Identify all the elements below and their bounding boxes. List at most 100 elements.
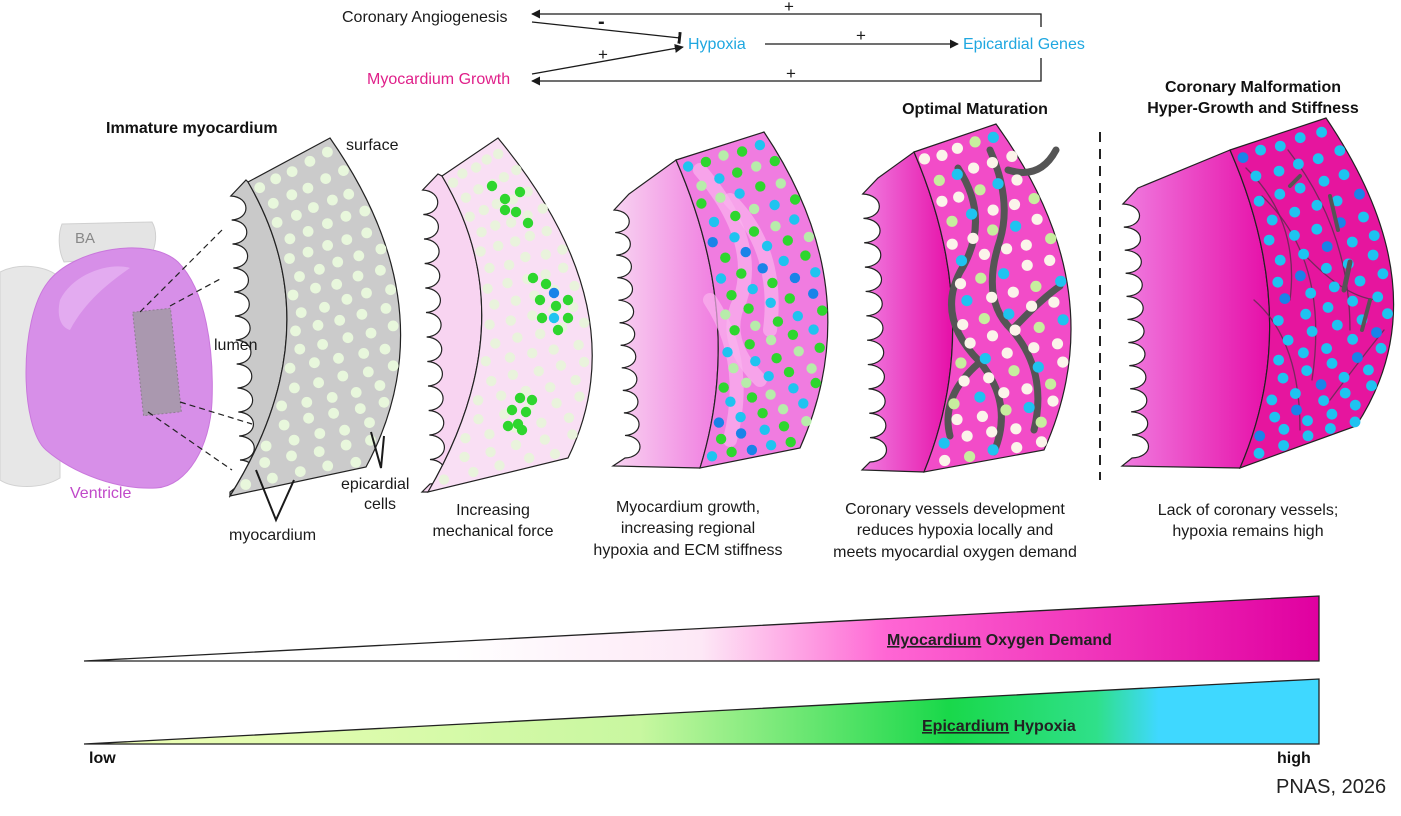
hypoxia-label: Hypoxia	[688, 36, 746, 53]
epicardial-cell	[801, 416, 812, 427]
myocardium-wall	[860, 151, 954, 473]
epicardial-cell	[259, 457, 271, 468]
epicardial-cell	[563, 412, 575, 423]
epicardial-cell	[520, 251, 531, 263]
epicardial-cell	[507, 369, 519, 380]
tissue-segment-3	[611, 131, 829, 469]
epicardial-cell	[460, 433, 471, 444]
epicardial-cell	[708, 216, 720, 228]
genes-to-angiogenesis-arrow	[531, 9, 1042, 27]
epicardial-cell	[1371, 327, 1382, 338]
epicardial-cell	[503, 259, 515, 271]
epicardial-cell	[958, 375, 970, 387]
epicardial-cell	[1057, 314, 1069, 326]
low-label: low	[89, 750, 116, 767]
epicardial-cell	[350, 456, 362, 468]
epicardial-cell	[524, 230, 536, 242]
epicardial-cell	[1010, 220, 1022, 232]
epicardial-cell	[765, 334, 777, 346]
epicardial-cell	[545, 382, 556, 393]
epicardial-cell	[499, 193, 511, 205]
epicardial-cell	[1055, 275, 1067, 287]
feedback-loop: Coronary Angiogenesis Hypoxia Epicardial…	[342, 0, 1085, 88]
epicardial-cell	[1253, 447, 1265, 459]
epicardial-cell	[1318, 395, 1329, 406]
epicardial-cell	[1326, 358, 1338, 369]
epicardial-cell	[1282, 334, 1294, 346]
caption-2-line2: increasing regional	[621, 520, 755, 537]
epicardial-cell	[979, 353, 991, 365]
epicardial-cell	[747, 283, 758, 295]
epicardial-cell	[322, 240, 333, 251]
epicardial-cell	[578, 356, 590, 368]
epicardial-cell	[361, 227, 373, 239]
epicardial-cell	[333, 352, 344, 364]
epicardial-cell	[385, 284, 396, 296]
epicardial-cell	[1291, 404, 1302, 416]
epicardial-cell	[725, 396, 736, 407]
epicardial-cell	[549, 448, 561, 460]
epicardial-cell	[540, 249, 551, 260]
heart-illustration: BA Ventricle	[0, 221, 253, 502]
epicardial-cell	[534, 294, 546, 306]
epicardial-cell	[1289, 206, 1301, 218]
epicardial-cell	[771, 353, 782, 364]
epicardial-cell	[918, 153, 931, 165]
epicardial-cell	[1028, 193, 1040, 205]
epicardial-label-line2: cells	[364, 496, 396, 513]
epicardial-cell	[308, 202, 319, 213]
epicardial-cell	[358, 348, 370, 359]
epicardial-cell	[778, 421, 790, 432]
epicardial-cell	[1318, 175, 1330, 187]
epicardial-cell	[490, 338, 501, 349]
caption-2-line3: hypoxia and ECM stiffness	[593, 542, 782, 559]
epicardial-cell	[510, 206, 522, 218]
epicardial-cell	[356, 308, 368, 320]
epicardial-cell	[817, 305, 828, 316]
epicardial-cell	[516, 424, 528, 436]
epicardial-cell	[740, 246, 751, 258]
plus-sign-left: +	[598, 45, 608, 64]
epicardial-cell	[1298, 347, 1309, 359]
epicardial-cell	[328, 407, 339, 419]
epicardial-cell	[792, 310, 803, 322]
epicardial-cell	[759, 424, 770, 435]
epicardial-cell	[1001, 347, 1013, 359]
growth-to-hypoxia-arrow	[531, 43, 684, 75]
epicardial-cell	[1048, 296, 1060, 308]
epicardial-cell	[536, 312, 548, 324]
epicardial-cell	[1278, 440, 1289, 451]
ventricle-label: Ventricle	[70, 485, 131, 502]
epicardial-cell	[1311, 223, 1323, 235]
epicardial-cell	[552, 324, 564, 336]
epicardial-cell	[447, 177, 459, 188]
epicardial-cell	[380, 303, 392, 314]
oxygen-demand-wedge	[83, 595, 1320, 662]
epicardial-cell	[1272, 276, 1284, 288]
epicardial-cell	[484, 262, 495, 274]
epicardial-cell	[284, 362, 296, 374]
epicardial-cell	[485, 446, 496, 458]
epicardial-cell	[303, 412, 314, 424]
epicardial-cell	[1011, 174, 1023, 186]
epicardial-cell	[387, 360, 399, 372]
epicardial-cell	[1030, 280, 1042, 292]
epicardial-cell	[1263, 234, 1275, 246]
epicardial-cell	[936, 195, 948, 207]
caption-3-line2: reduces hypoxia locally and	[857, 522, 1054, 539]
epicardial-cell	[939, 454, 951, 467]
epicardial-cell	[460, 192, 472, 203]
epicardial-cell	[1008, 365, 1020, 377]
epicardial-cell	[1294, 182, 1306, 194]
epicardial-cell	[510, 295, 521, 306]
epicardial-cell	[295, 307, 307, 318]
epicardial-cell	[270, 173, 282, 185]
epicardial-cell	[785, 436, 796, 448]
caption-3-line3: meets myocardial oxygen demand	[833, 544, 1077, 561]
epicardial-cell	[741, 377, 752, 388]
epicardial-cell	[278, 419, 290, 431]
epicardial-cell	[706, 451, 718, 462]
epicardial-cell	[744, 339, 755, 350]
epicardial-cell	[496, 390, 507, 401]
epicardial-cell	[732, 167, 743, 178]
